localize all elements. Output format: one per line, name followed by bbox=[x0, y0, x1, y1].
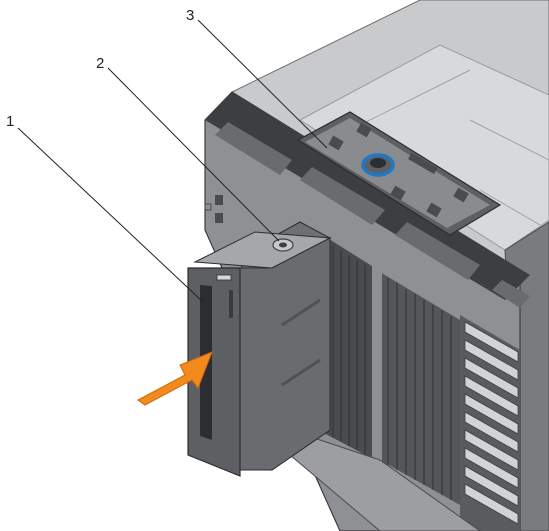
callout-1-leader bbox=[17, 127, 204, 303]
bezel-vent bbox=[492, 280, 530, 308]
bezel-vent bbox=[395, 222, 480, 280]
server-chassis bbox=[204, 0, 549, 531]
hard-drive-bays bbox=[460, 315, 520, 531]
callout-2-label: 2 bbox=[96, 55, 104, 72]
front-grille bbox=[318, 232, 460, 505]
callout-3-label: 3 bbox=[186, 7, 194, 24]
callout-3-leader bbox=[197, 19, 328, 149]
bezel-vent bbox=[300, 167, 385, 225]
optical-drive-mounting-bracket bbox=[296, 111, 502, 236]
callout-leaders bbox=[17, 19, 328, 303]
blue-touchpoint-icon bbox=[361, 153, 395, 177]
callout-1-label: 1 bbox=[6, 113, 14, 130]
optical-drive bbox=[187, 221, 332, 477]
insert-direction-arrow-icon bbox=[137, 351, 213, 406]
callout-2-leader bbox=[107, 67, 280, 242]
release-latch bbox=[272, 238, 294, 252]
bezel-vent bbox=[215, 122, 292, 175]
usb-port-icon bbox=[204, 195, 223, 223]
